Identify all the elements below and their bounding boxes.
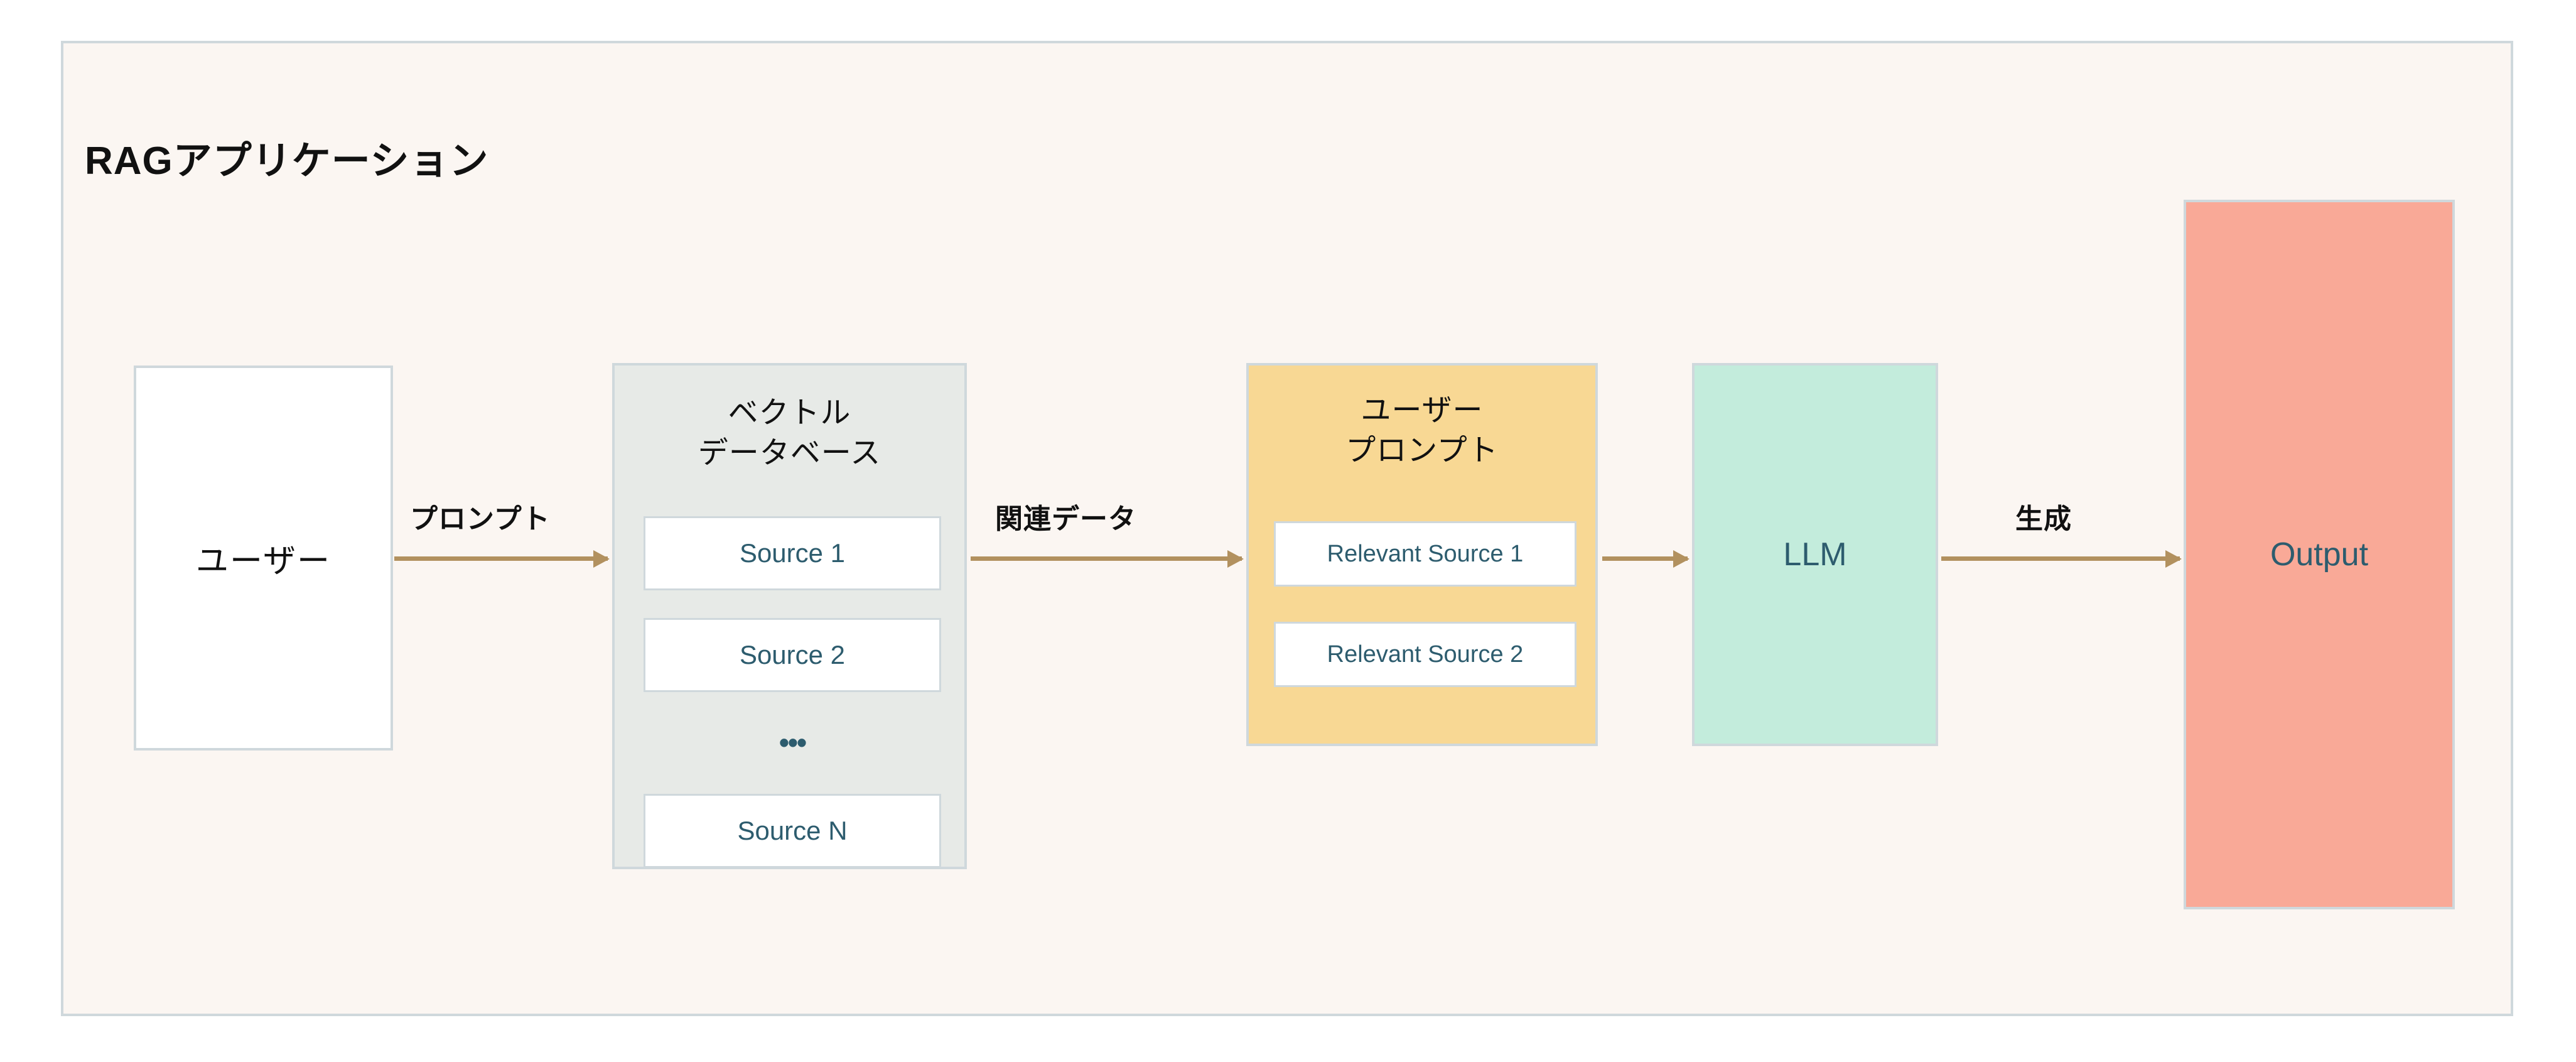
node-vector-database-header: ベクトル データベース (615, 393, 964, 474)
ellipsis-icon: ••• (779, 725, 807, 759)
node-user-label: ユーザー (196, 543, 331, 580)
node-user-prompt-header-line-1: ユーザー (1361, 394, 1484, 427)
node-output-label: Output (2270, 536, 2369, 573)
node-llm[interactable]: LLM (1692, 363, 1938, 746)
node-vector-database-header-line-1: ベクトル (728, 396, 851, 430)
node-vector-database[interactable]: ベクトル データベース Source 1 Source 2 ••• Source… (612, 363, 967, 869)
relevant-source-chip-2[interactable]: Relevant Source 2 (1274, 622, 1576, 687)
source-chip-n[interactable]: Source N (644, 794, 941, 868)
node-vector-database-header-line-2: データベース (698, 436, 881, 470)
node-user-prompt-header-line-2: プロンプト (1345, 433, 1499, 467)
arrow-user-to-database (394, 556, 608, 561)
arrow-prompt-to-llm (1602, 556, 1688, 561)
arrow-label-relevant-data: 関連データ (995, 504, 1136, 534)
arrow-label-prompt: プロンプト (410, 504, 551, 534)
page-title: RAGアプリケーション (85, 139, 489, 183)
arrow-label-generation: 生成 (2015, 504, 2072, 534)
node-output[interactable]: Output (2184, 200, 2455, 909)
arrow-llm-to-output (1941, 556, 2180, 561)
arrow-database-to-prompt (971, 556, 1242, 561)
node-llm-label: LLM (1783, 536, 1847, 573)
node-user-prompt-header: ユーザー プロンプト (1249, 391, 1595, 471)
node-user[interactable]: ユーザー (134, 366, 393, 750)
node-user-prompt[interactable]: ユーザー プロンプト Relevant Source 1 Relevant So… (1246, 363, 1598, 746)
source-chip-2[interactable]: Source 2 (644, 618, 941, 692)
source-chip-1[interactable]: Source 1 (644, 516, 941, 590)
relevant-source-chip-1[interactable]: Relevant Source 1 (1274, 521, 1576, 587)
